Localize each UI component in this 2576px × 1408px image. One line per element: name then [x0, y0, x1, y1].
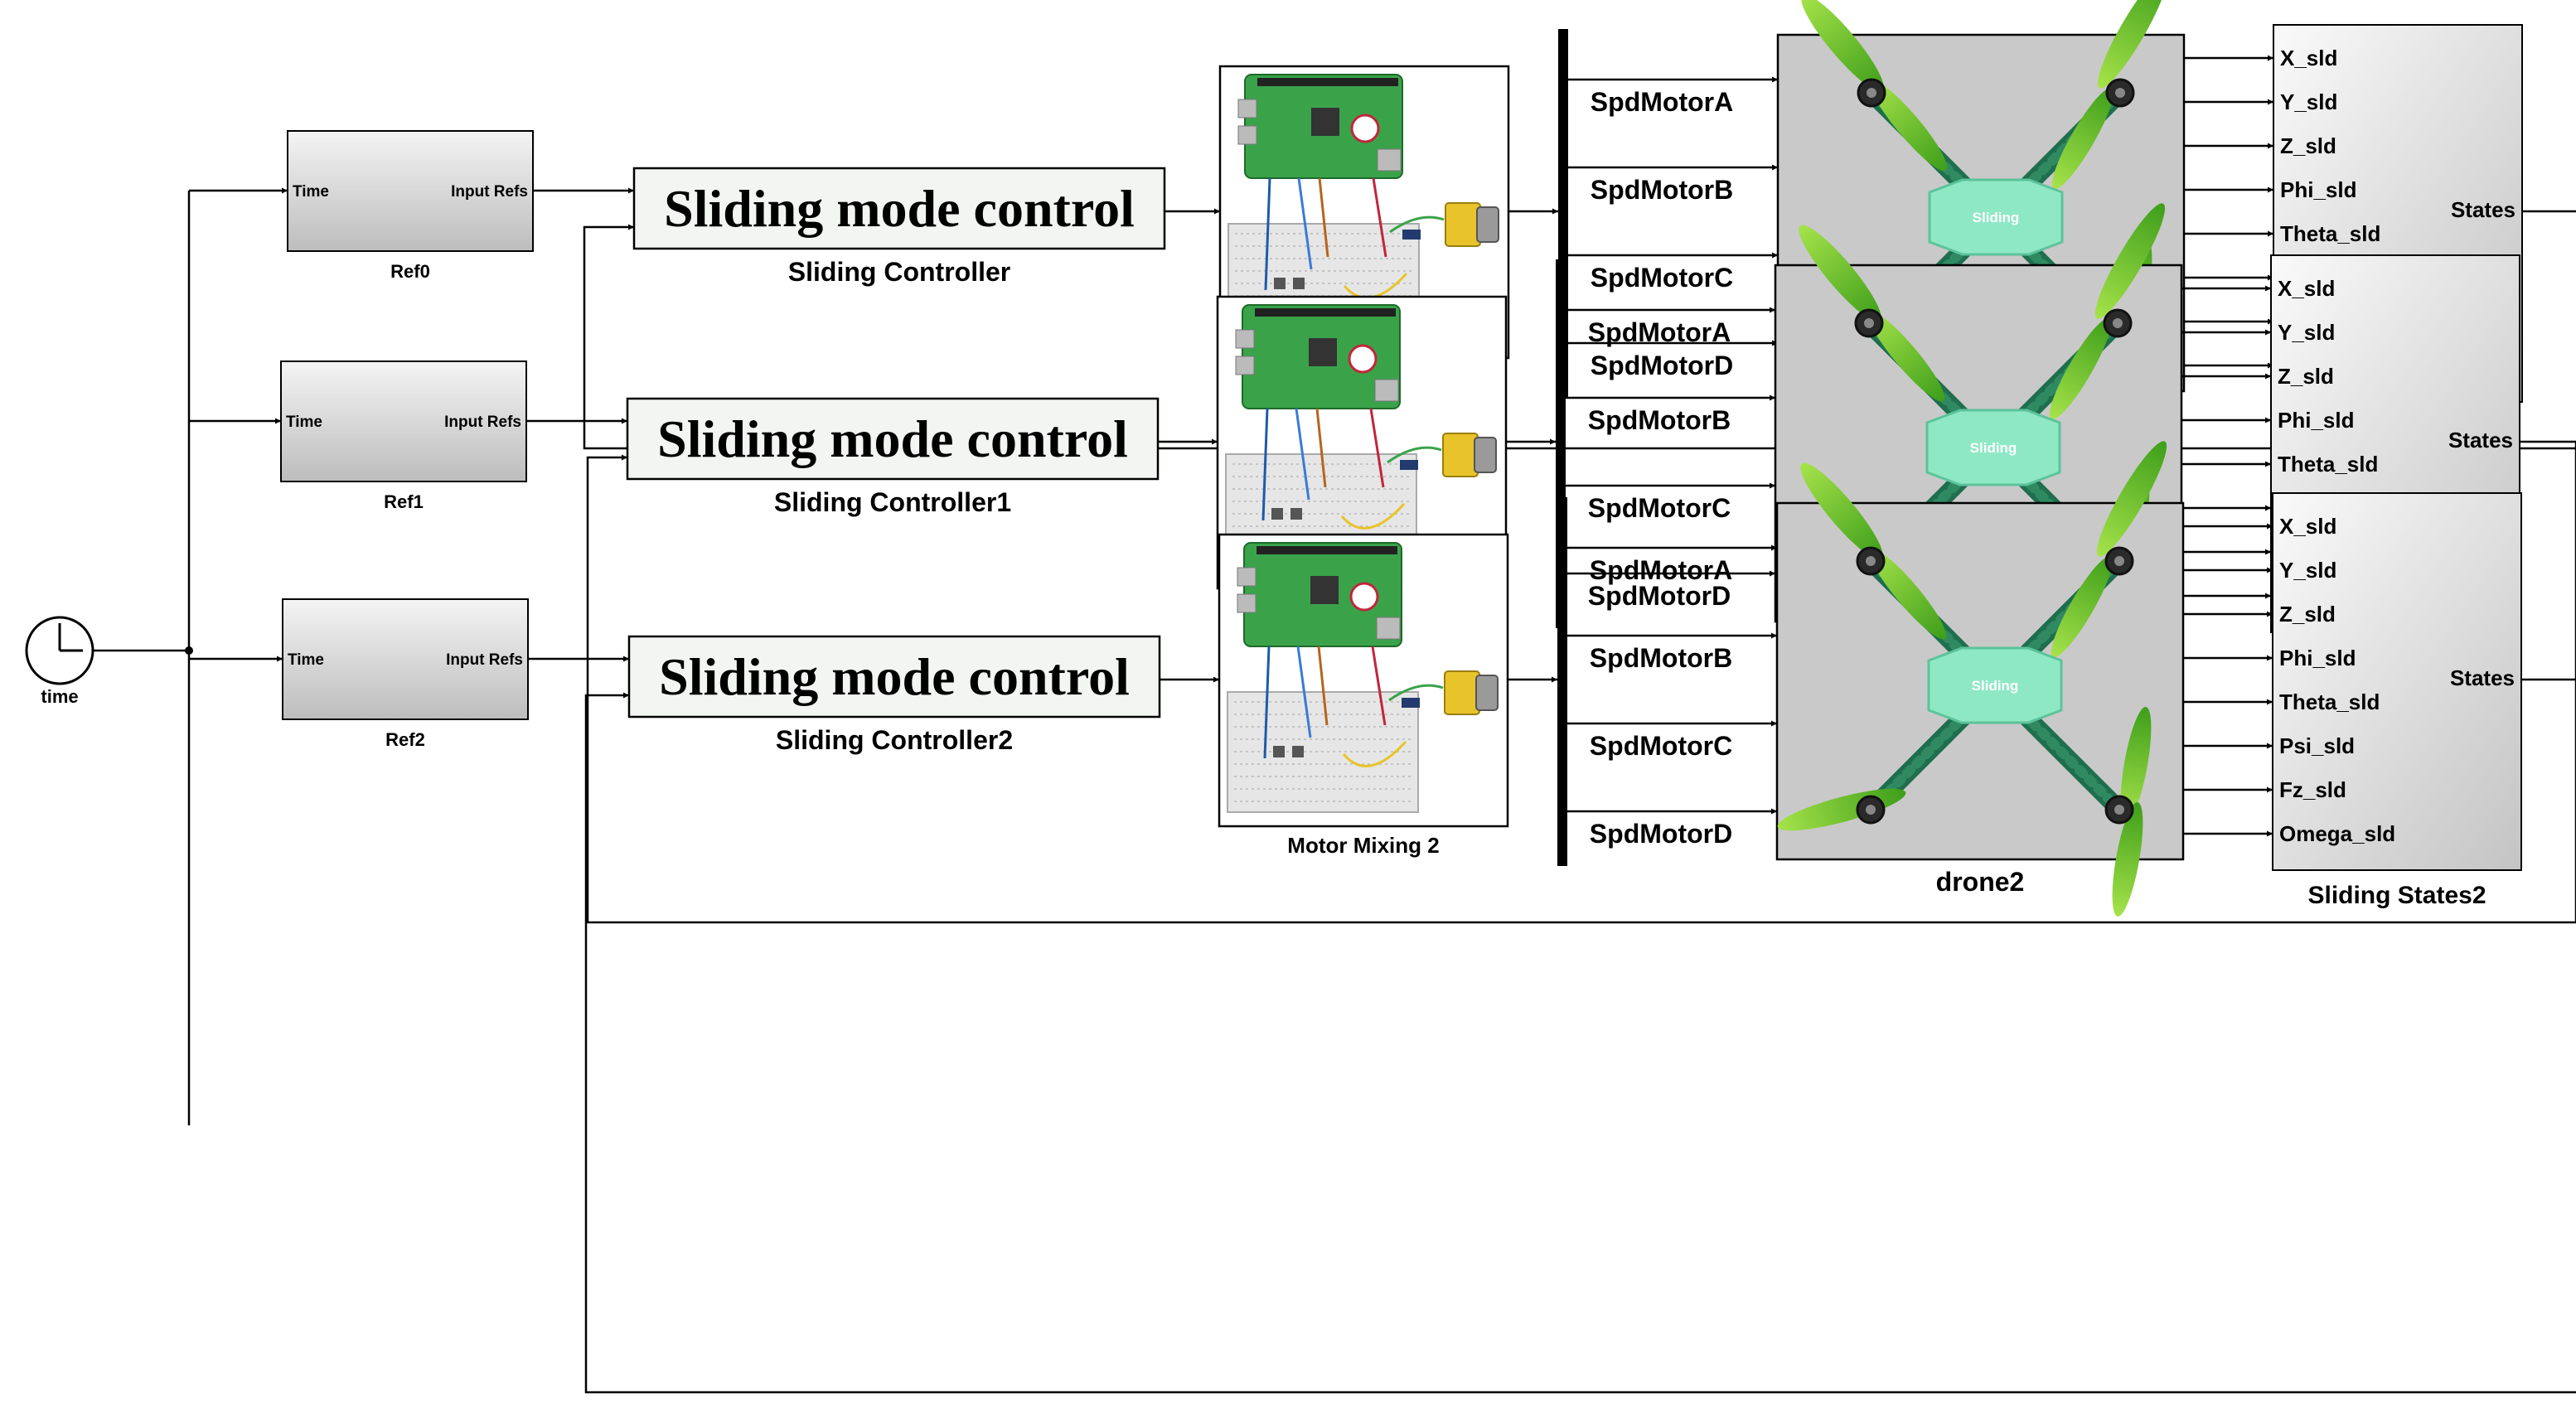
mux-signal-3: SpdMotorD — [1590, 819, 1732, 849]
states-port: States — [2451, 197, 2515, 222]
state-output-1: Y_sld — [2280, 90, 2337, 114]
motor-mixing-name: Motor Mixing 2 — [1287, 833, 1439, 858]
jumper-wires — [1263, 646, 1444, 767]
state-output-0: X_sld — [2280, 46, 2337, 70]
controller-title: Sliding mode control — [657, 409, 1128, 468]
clock-label: time — [41, 686, 78, 707]
motor-mixing-block[interactable]: Motor Mixing 2 — [1218, 533, 1509, 858]
raspberry-pi-icon — [1235, 304, 1401, 409]
dc-motor-icon — [1445, 202, 1499, 247]
feedback-loop — [583, 210, 2576, 450]
state-output-3: Phi_sld — [2280, 177, 2356, 202]
ref-name: Ref1 — [384, 491, 424, 512]
drone-body-label: Sliding — [1973, 210, 2020, 225]
mux-signal-3: SpdMotorD — [1591, 351, 1733, 380]
ref-out-port: Input Refs — [451, 183, 528, 201]
mux-bar[interactable] — [1557, 497, 1567, 866]
state-output-3: Phi_sld — [2278, 408, 2354, 433]
state-output-1: Y_sld — [2278, 320, 2335, 345]
state-output-5: Psi_sld — [2279, 733, 2355, 758]
ref-in-port: Time — [286, 414, 322, 431]
state-output-2: Z_sld — [2278, 364, 2334, 389]
state-output-0: X_sld — [2278, 276, 2335, 301]
quadcopter-icon — [1777, 441, 2167, 917]
mux-signal-0: SpdMotorA — [1588, 317, 1731, 347]
mux-signal-1: SpdMotorB — [1591, 175, 1733, 205]
mux-signal-0: SpdMotorA — [1591, 87, 1733, 117]
mux-signal-0: SpdMotorA — [1590, 555, 1732, 585]
controller-name: Sliding Controller2 — [776, 725, 1013, 755]
state-output-4: Theta_sld — [2279, 689, 2380, 714]
jumper-wires — [1264, 177, 1445, 299]
dc-motor-icon — [1444, 670, 1499, 715]
raspberry-pi-icon — [1237, 542, 1402, 647]
controller-name: Sliding Controller — [788, 257, 1010, 287]
state-output-4: Theta_sld — [2280, 221, 2380, 246]
ref-in-port: Time — [288, 651, 324, 669]
mux-signal-2: SpdMotorC — [1591, 263, 1733, 293]
ref-out-port: Input Refs — [446, 651, 523, 669]
breadboard-icon — [1227, 691, 1419, 813]
clock-wires — [93, 191, 193, 1125]
state-output-1: Y_sld — [2279, 558, 2336, 583]
ref-out-port: Input Refs — [444, 414, 521, 431]
state-output-4: Theta_sld — [2278, 452, 2378, 477]
feedback-loop — [586, 440, 2576, 924]
state-output-7: Omega_sld — [2279, 821, 2395, 846]
mux-signal-2: SpdMotorC — [1590, 731, 1732, 761]
state-output-6: Fz_sld — [2279, 777, 2346, 802]
states-name: Sliding States2 — [2307, 882, 2486, 909]
ref-in-port: Time — [293, 183, 329, 201]
feedback-loop — [584, 678, 2576, 1394]
mux-signal-1: SpdMotorB — [1588, 405, 1731, 435]
clock-block[interactable]: time — [25, 616, 94, 707]
controller-title: Sliding mode control — [659, 647, 1130, 706]
state-output-0: X_sld — [2279, 514, 2336, 539]
state-output-2: Z_sld — [2280, 133, 2336, 158]
mux-signal-3: SpdMotorD — [1588, 581, 1731, 611]
jumper-wires — [1261, 408, 1442, 530]
mux-signal-2: SpdMotorC — [1588, 493, 1731, 523]
mux-signal-1: SpdMotorB — [1590, 643, 1732, 673]
drone-body-label: Sliding — [1972, 678, 2019, 694]
controller-title: Sliding mode control — [664, 179, 1135, 238]
drone-block[interactable]: Sliding drone2 — [1775, 435, 2185, 918]
drone-name: drone2 — [1936, 867, 2025, 897]
drone-body-label: Sliding — [1970, 440, 2017, 456]
ref-name: Ref0 — [390, 261, 430, 282]
states-port: States — [2450, 665, 2515, 690]
state-output-2: Z_sld — [2279, 602, 2336, 627]
raspberry-pi-icon — [1237, 74, 1403, 179]
ref-name: Ref2 — [385, 729, 425, 750]
dc-motor-icon — [1442, 433, 1497, 477]
states-port: States — [2448, 428, 2513, 452]
state-output-3: Phi_sld — [2279, 646, 2356, 670]
controller-name: Sliding Controller1 — [774, 487, 1011, 517]
